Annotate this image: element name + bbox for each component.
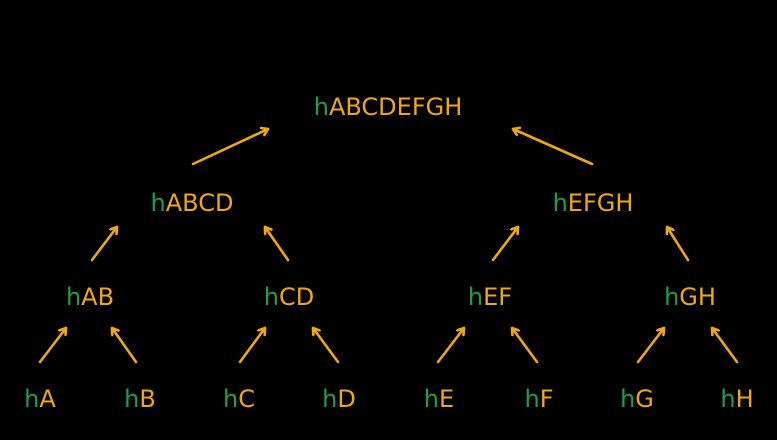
leaf-d-prefix: h <box>322 385 338 413</box>
node-efgh: hEFGH <box>553 189 634 217</box>
arrow-a-to-ab <box>38 326 68 364</box>
leaf-e-label: E <box>439 385 455 413</box>
arrow-gh-to-efgh <box>667 225 690 262</box>
node-root-prefix: h <box>313 93 329 121</box>
leaf-a-prefix: h <box>24 385 40 413</box>
arrow-f-to-ef <box>510 326 539 364</box>
leaf-a: hA <box>24 385 56 413</box>
leaf-c-label: C <box>238 385 255 413</box>
leaf-b: hB <box>124 385 156 413</box>
node-gh-prefix: h <box>664 283 680 311</box>
node-abcd-prefix: h <box>150 189 166 217</box>
leaf-e-prefix: h <box>423 385 440 413</box>
node-abcd: hABCD <box>151 189 234 217</box>
leaf-g-label: G <box>635 385 654 413</box>
leaf-g: hG <box>620 385 654 413</box>
leaf-a-label: A <box>39 385 56 413</box>
node-abcd-label: ABCD <box>165 189 234 217</box>
leaf-d-label: D <box>337 385 356 413</box>
arrow-g-to-gh <box>636 326 666 364</box>
node-ab-label: AB <box>81 283 115 311</box>
leaf-h-label: H <box>735 385 754 413</box>
leaf-h-prefix: h <box>720 385 736 413</box>
node-gh: hGH <box>664 283 716 311</box>
node-gh-label: GH <box>679 283 716 311</box>
node-cd-label: CD <box>278 283 315 311</box>
node-ef: hEF <box>468 283 512 311</box>
leaf-d: hD <box>322 385 356 413</box>
node-ef-label: EF <box>483 283 513 311</box>
leaf-f-label: F <box>539 385 554 413</box>
leaf-h: hH <box>720 385 753 413</box>
node-ab: hAB <box>66 283 114 311</box>
node-ef-prefix: h <box>467 283 484 311</box>
node-root: hABCDEFGH <box>314 93 463 121</box>
arrow-abcd-to-root <box>191 129 270 166</box>
arrow-cd-to-abcd <box>263 225 290 262</box>
leaf-b-label: B <box>139 385 156 413</box>
arrow-ef-to-efgh <box>491 225 520 262</box>
node-cd-prefix: h <box>263 283 279 311</box>
leaf-e: hE <box>424 385 454 413</box>
leaf-f: hF <box>524 385 553 413</box>
arrow-h-to-gh <box>710 326 739 364</box>
arrow-d-to-cd <box>311 326 340 364</box>
arrow-ab-to-abcd <box>90 225 119 262</box>
node-cd: hCD <box>264 283 314 311</box>
leaf-c: hC <box>223 385 255 413</box>
leaf-g-prefix: h <box>620 385 636 413</box>
node-root-label: ABCDEFGH <box>328 93 463 121</box>
leaf-b-prefix: h <box>124 385 140 413</box>
arrow-efgh-to-root <box>511 129 594 166</box>
arrow-c-to-cd <box>238 326 267 364</box>
node-efgh-prefix: h <box>552 189 568 217</box>
leaf-f-prefix: h <box>524 385 540 413</box>
node-efgh-label: EFGH <box>567 189 634 217</box>
arrow-e-to-ef <box>436 326 466 364</box>
node-ab-prefix: h <box>65 283 82 311</box>
arrow-b-to-ab <box>110 326 138 364</box>
leaf-c-prefix: h <box>223 385 239 413</box>
